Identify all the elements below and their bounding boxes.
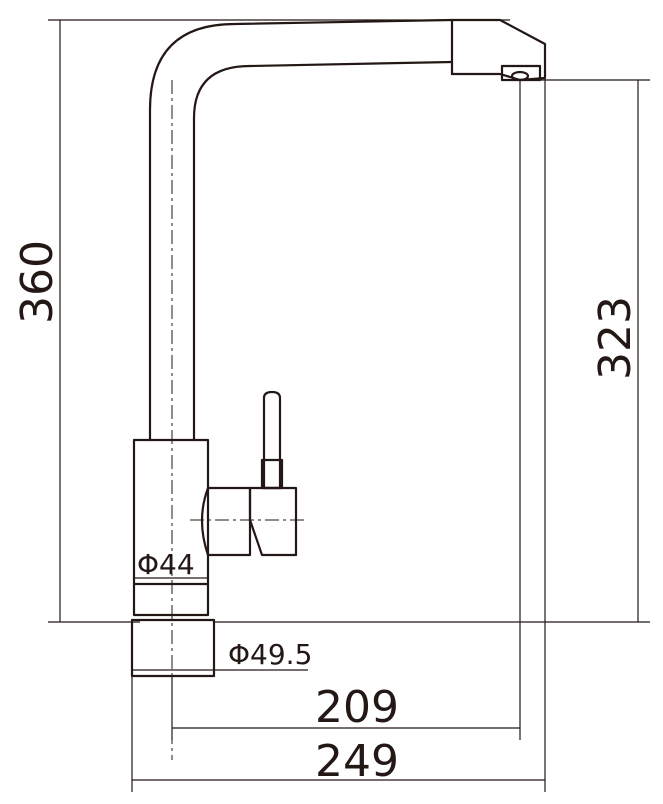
dimension-lines	[48, 19, 650, 792]
body-cylinder	[132, 438, 210, 617]
dim-label-phi49-5: Φ49.5	[228, 638, 312, 671]
spout-outer-edge	[148, 18, 547, 442]
center-lines	[171, 80, 305, 760]
handle-lever-base	[260, 458, 284, 490]
dim-label-323: 323	[590, 296, 641, 380]
dim-label-209: 209	[315, 682, 399, 733]
base-ring	[130, 618, 216, 678]
handle-collar	[248, 486, 298, 557]
handle-hub	[200, 486, 252, 557]
handle-lever	[262, 390, 282, 490]
aerator-nozzle	[510, 70, 530, 82]
spout-inner-edge	[192, 60, 454, 442]
dim-label-phi44: Φ44	[137, 548, 195, 581]
dim-label-360: 360	[12, 240, 63, 324]
dim-label-249: 249	[315, 736, 399, 787]
